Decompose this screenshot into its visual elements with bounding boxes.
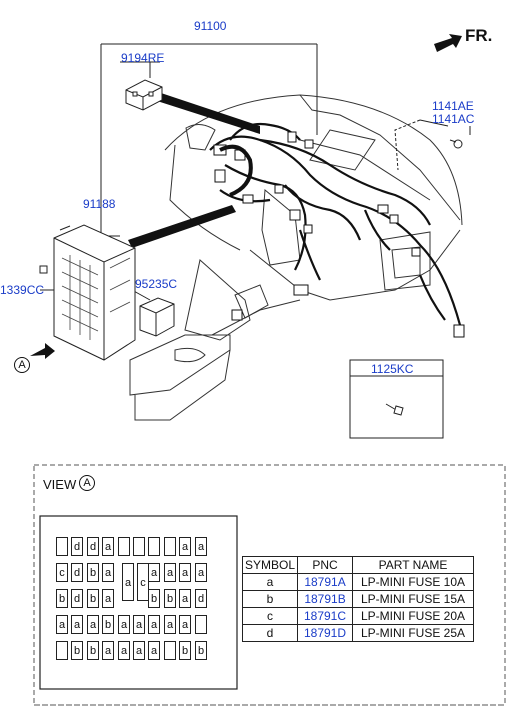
pointer-wedge-bottom <box>128 205 236 248</box>
callout-1339cc[interactable]: 1339CC <box>0 283 45 297</box>
bolt-box <box>349 359 444 439</box>
fuse-slot: d <box>71 589 83 608</box>
table-cell-symbol: a <box>241 573 299 591</box>
fuse-slot: b <box>195 641 207 660</box>
fuse-slot: b <box>56 589 68 608</box>
fuse-slot: a <box>71 615 83 634</box>
fuse-slot: b <box>71 641 83 660</box>
table-cell-pnc[interactable]: 18791C <box>297 607 354 625</box>
front-arrow-icon <box>434 34 462 52</box>
table-row: b 18791B LP-MINI FUSE 15A <box>241 590 475 608</box>
table-cell-pnc[interactable]: 18791A <box>297 573 354 591</box>
fuse-slot: a <box>179 563 191 582</box>
junction-box-slots <box>61 255 131 340</box>
table-row: c 18791C LP-MINI FUSE 20A <box>241 607 475 625</box>
callout-1125kc[interactable]: 1125KC <box>371 362 414 376</box>
fuse-slot: a <box>179 589 191 608</box>
fuse-slot: b <box>102 615 114 634</box>
fuse-table: SYMBOL PNC PART NAME a 18791A LP-MINI FU… <box>241 556 475 642</box>
fuse-slot <box>148 537 160 556</box>
fuse-slot: b <box>179 641 191 660</box>
table-header-symbol: SYMBOL <box>241 556 299 574</box>
fuse-slot: a <box>122 563 134 601</box>
fuse-slot: a <box>118 641 130 660</box>
fuse-slot: a <box>56 615 68 634</box>
fuse-slot: a <box>195 537 207 556</box>
module-part <box>139 297 175 337</box>
table-cell-part-name: LP-MINI FUSE 25A <box>352 624 475 642</box>
table-cell-part-name: LP-MINI FUSE 10A <box>352 573 475 591</box>
relay-part <box>125 79 163 111</box>
table-row: a 18791A LP-MINI FUSE 10A <box>241 573 475 591</box>
fuse-slot: d <box>195 589 207 608</box>
fuse-slot: a <box>164 615 176 634</box>
fuse-slot: a <box>102 563 114 582</box>
view-marker: A <box>79 475 95 491</box>
fuse-slot <box>56 641 68 660</box>
fuse-slot: b <box>148 589 160 608</box>
fuse-slot: d <box>87 537 99 556</box>
callout-1141ae[interactable]: 1141AE <box>432 99 474 113</box>
bolt-part <box>449 139 463 149</box>
fuse-slot: b <box>87 563 99 582</box>
fuse-box-outline <box>39 515 238 690</box>
fuse-slot: a <box>102 641 114 660</box>
fuse-slot: a <box>133 615 145 634</box>
fuse-slot: c <box>56 563 68 582</box>
fuse-slot: a <box>102 537 114 556</box>
dashboard-outline <box>129 94 463 421</box>
fuse-slot: b <box>164 589 176 608</box>
fuse-slot: a <box>102 589 114 608</box>
table-cell-symbol: d <box>241 624 299 642</box>
fuse-slot: d <box>71 537 83 556</box>
view-a-arrow-icon <box>30 343 55 359</box>
junction-box-part <box>53 224 136 361</box>
harness-core <box>219 144 253 197</box>
fuse-slot <box>118 537 130 556</box>
fuse-slot <box>56 537 68 556</box>
callout-91188[interactable]: 91188 <box>83 197 116 211</box>
callout-95235c[interactable]: 95235C <box>135 277 178 291</box>
table-cell-part-name: LP-MINI FUSE 15A <box>352 590 475 608</box>
table-cell-part-name: LP-MINI FUSE 20A <box>352 607 475 625</box>
callout-1141ac[interactable]: 1141AC <box>432 112 475 126</box>
fuse-slot <box>164 641 176 660</box>
table-cell-symbol: c <box>241 607 299 625</box>
fuse-slot: a <box>164 563 176 582</box>
table-header-pnc: PNC <box>297 556 354 574</box>
table-header-row: SYMBOL PNC PART NAME <box>241 556 475 574</box>
fuse-slot: b <box>87 641 99 660</box>
fuse-slot: a <box>87 615 99 634</box>
view-a-marker[interactable]: A <box>14 357 30 373</box>
callout-91100[interactable]: 91100 <box>194 19 227 33</box>
fuse-slot: a <box>179 537 191 556</box>
fuse-slot: a <box>148 641 160 660</box>
fuse-slot: a <box>195 563 207 582</box>
fuse-slot: a <box>118 615 130 634</box>
fuse-slot: c <box>137 563 149 601</box>
fuse-slot <box>164 537 176 556</box>
fuse-slot: b <box>87 589 99 608</box>
fuse-slot: a <box>148 615 160 634</box>
fuse-slot: a <box>179 615 191 634</box>
callout-9194re[interactable]: 9194RE <box>121 51 165 65</box>
front-direction-label: FR. <box>465 26 493 45</box>
view-label: VIEW <box>43 477 77 492</box>
table-header-part-name: PART NAME <box>352 556 475 574</box>
fuse-slot <box>195 615 207 634</box>
fuse-slot <box>133 537 145 556</box>
bolt-icon <box>385 403 404 416</box>
pointer-wedge-top <box>154 92 260 134</box>
fuse-slot: a <box>133 641 145 660</box>
fuse-slot: d <box>71 563 83 582</box>
table-cell-pnc[interactable]: 18791D <box>297 624 354 642</box>
nut-part <box>39 265 48 274</box>
table-row: d 18791D LP-MINI FUSE 25A <box>241 624 475 642</box>
table-cell-pnc[interactable]: 18791B <box>297 590 354 608</box>
fuse-slot: a <box>148 563 160 582</box>
table-cell-symbol: b <box>241 590 299 608</box>
